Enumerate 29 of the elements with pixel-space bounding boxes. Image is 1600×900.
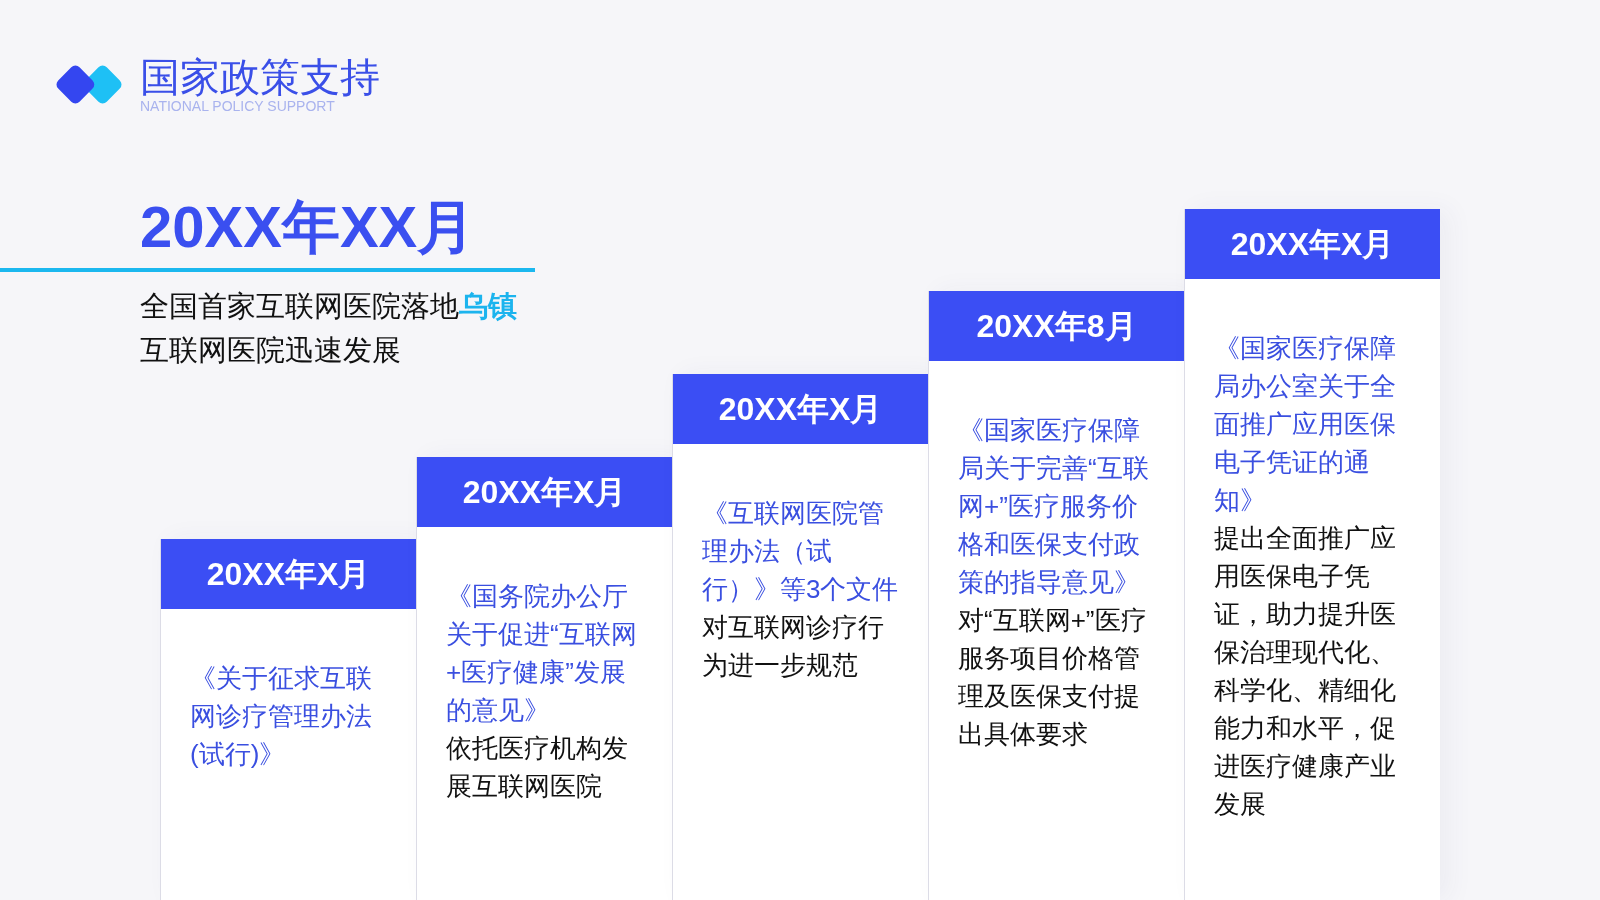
document-title: 《国家医疗保障局关于完善“互联网+”医疗服务价格和医保支付政策的指导意见》 <box>958 414 1150 599</box>
timeline-card <box>672 374 928 900</box>
date-header-band <box>417 457 672 527</box>
timeline-card <box>160 539 416 900</box>
date-text: 20XX年8月 <box>976 310 1137 342</box>
document-title: 《国家医疗保障局办公室关于全面推广应用医保电子凭证的通知》 <box>1214 332 1397 517</box>
date-text: 20XX年X月 <box>718 393 883 425</box>
date-header-band <box>673 374 928 444</box>
subtitle-text: NATIONAL POLICY SUPPORT <box>140 99 335 113</box>
date-header-band <box>161 539 416 609</box>
timeline-card <box>928 291 1184 900</box>
milestone-text: 全国首家互联网医院落地乌镇 <box>140 289 517 324</box>
date-text: 20XX年X月 <box>206 558 371 590</box>
document-title: 《关于征求互联网诊疗管理办法(试行)》 <box>190 662 373 771</box>
description-text: 对互联网诊疗行为进一步规范 <box>702 611 885 682</box>
date-header-band <box>1185 209 1440 279</box>
timeline-card <box>416 457 672 900</box>
date-header-band <box>929 291 1184 361</box>
slide-title: 国家政策支持 <box>140 57 380 97</box>
milestone-date: 20XX年XX月 <box>140 198 476 256</box>
document-title: 《互联网医院管理办法（试行）》等3个文件 <box>702 497 900 606</box>
description-text: 依托医疗机构发展互联网医院 <box>446 732 629 803</box>
milestone-text: 互联网医院迅速发展 <box>140 333 401 368</box>
date-text: 20XX年X月 <box>462 476 627 508</box>
description-text: 对“互联网+”医疗服务项目价格管理及医保支付提出具体要求 <box>958 604 1148 751</box>
document-title: 《国务院办公厅关于促进“互联网+医疗健康”发展的意见》 <box>446 580 638 727</box>
timeline-card <box>1184 209 1440 900</box>
date-text: 20XX年X月 <box>1230 228 1395 260</box>
description-text: 提出全面推广应用医保电子凭证，助力提升医保治理现代化、科学化、精细化能力和水平，促进医疗健康产业发展 <box>1214 522 1397 821</box>
